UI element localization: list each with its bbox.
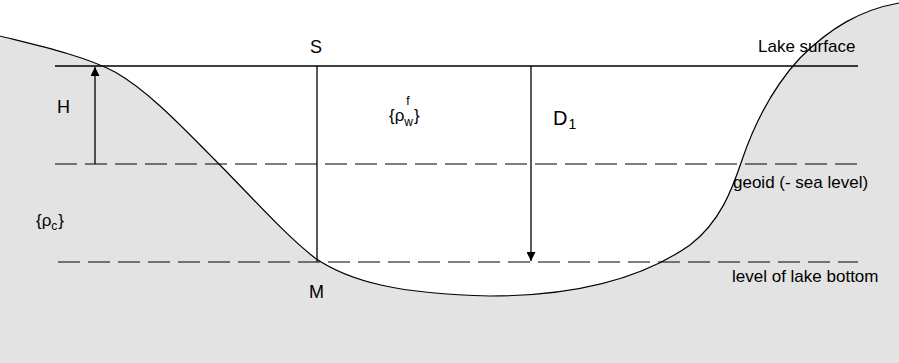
- subscript: w: [404, 116, 413, 128]
- height-label: H: [57, 98, 70, 116]
- depth-arrow: [530, 66, 531, 261]
- geoid-line: [55, 163, 858, 164]
- density-symbol: }: [414, 107, 420, 124]
- terrain: [0, 3, 899, 363]
- subscript: c: [51, 220, 57, 232]
- terrain-outline: [0, 3, 899, 296]
- lake-surface-line: [55, 65, 858, 66]
- point-label: M: [309, 283, 324, 301]
- geoid-label: geoid (- sea level): [733, 174, 868, 191]
- density-symbol: {ρ: [36, 212, 51, 229]
- superscript: f: [406, 95, 409, 107]
- depth-label: D: [553, 108, 567, 128]
- point-label: S: [310, 38, 322, 56]
- bottom-label: level of lake bottom: [732, 268, 878, 285]
- lake-bottom-line: [58, 261, 858, 262]
- density-symbol: {ρ: [389, 107, 404, 124]
- height-arrow: [94, 67, 95, 164]
- density-symbol: }: [58, 212, 64, 229]
- subscript: 1: [568, 117, 576, 131]
- vertical-line: [316, 66, 317, 262]
- surface-label: Lake surface: [758, 38, 855, 55]
